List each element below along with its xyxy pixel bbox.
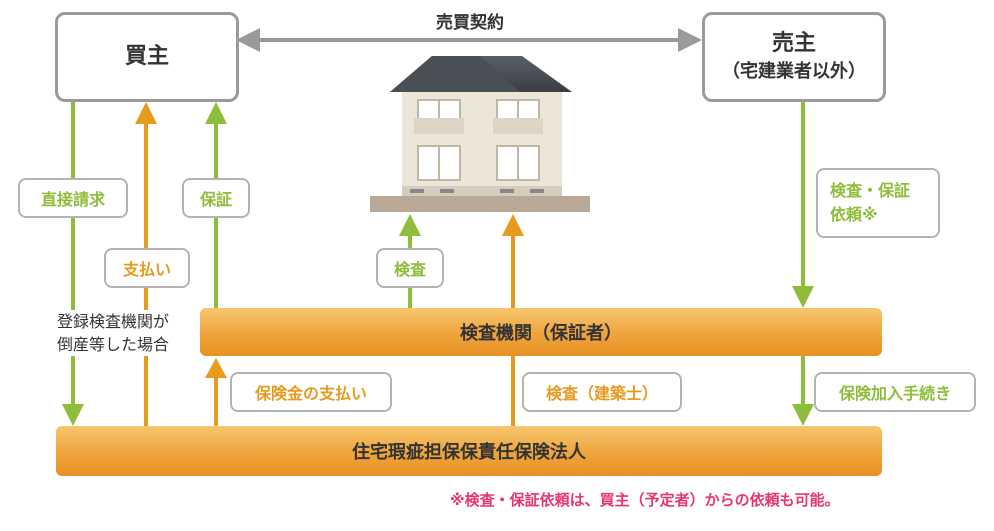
insurer-bar: 住宅瑕疵担保保責任保険法人 <box>56 426 882 476</box>
seller-box: 売主 （宅建業者以外） <box>702 12 886 102</box>
sales-contract-label: 売買契約 <box>436 13 504 33</box>
bankruptcy-line-1: 登録検査機関が <box>56 312 169 331</box>
direct-claim-arrow <box>62 102 84 426</box>
buyer-box: 買主 <box>55 12 239 102</box>
inspection-request-line-2: 依頼※ <box>830 205 878 224</box>
inspection-request-label: 検査・保証 依頼※ <box>816 168 940 238</box>
inspection-label: 検査 <box>376 248 444 288</box>
seller-label: 売主 <box>771 31 816 56</box>
insurance-payment-arrow <box>205 358 227 426</box>
inspection-request-arrow <box>792 102 814 308</box>
payment-label: 支払い <box>104 248 190 288</box>
contract-double-arrow <box>236 28 702 52</box>
seller-sublabel: （宅建業者以外） <box>722 61 866 82</box>
inspection-body-bar: 検査機関（保証者） <box>200 308 882 356</box>
bankruptcy-note: 登録検査機関が 倒産等した場合 <box>32 310 194 356</box>
guarantee-label: 保証 <box>182 178 250 218</box>
bankruptcy-line-2: 倒産等した場合 <box>56 335 169 354</box>
inspection-request-line-1: 検査・保証 <box>830 181 911 200</box>
insurance-enrollment-label: 保険加入手続き <box>814 372 976 412</box>
architect-inspection-label: 検査（建築士） <box>522 372 682 412</box>
insurance-enrollment-arrow <box>792 356 814 426</box>
buyer-label: 買主 <box>124 44 169 69</box>
direct-claim-label: 直接請求 <box>18 178 128 218</box>
footnote: ※検査・保証依頼は、買主（予定者）からの依頼も可能。 <box>450 491 840 509</box>
insurance-payment-label: 保険金の支払い <box>230 372 392 412</box>
house-illustration <box>370 56 590 212</box>
